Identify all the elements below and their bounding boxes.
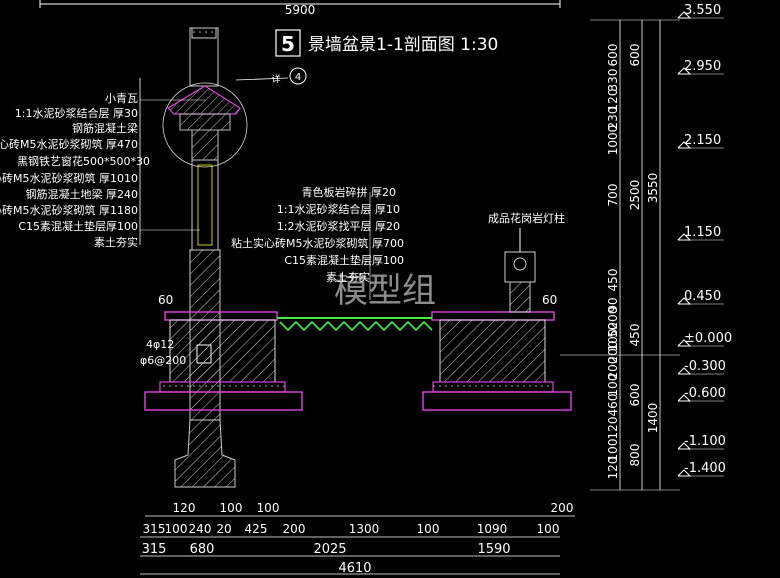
elevation-value: -1.400 — [684, 461, 726, 476]
mid-note-0: 青色板岩碎拼 厚20 — [302, 185, 397, 199]
dim-col1-item: 700 — [606, 184, 620, 207]
right-foundation — [422, 311, 572, 411]
dim-col1-item: 200 — [606, 341, 620, 364]
dim-col1-item: 100 — [606, 329, 620, 352]
note-soil: 素土夯实 — [94, 235, 138, 249]
bottom-dim-row3: 2025 — [313, 542, 346, 557]
rebar-label-1: 4φ12 — [146, 338, 174, 351]
bottom-dim-row1: 120 — [173, 501, 196, 515]
top-dimension: 5900 — [39, 0, 561, 17]
top-dim-text: 5900 — [285, 3, 316, 17]
dim-col1-item: 120 — [606, 417, 620, 440]
bottom-dim-row2: 200 — [283, 522, 306, 536]
bottom-dim-row2: 100 — [417, 522, 440, 536]
dim-col1-item: 90 — [606, 297, 620, 312]
note-ground-beam: 钢筋混凝土地梁 厚240 — [26, 187, 139, 201]
rebar-label-2: φ6@200 — [140, 354, 186, 367]
elevation-value: ±0.000 — [684, 331, 732, 346]
dim-col1-item: 330 — [606, 69, 620, 92]
dim-col1-item: 120 — [606, 457, 620, 480]
callout-prefix: 详 — [271, 73, 280, 85]
right-dimensions: 6003301202301000700450902005010020020010… — [560, 19, 680, 491]
dim-col1-item: 50 — [606, 322, 620, 337]
bottom-dim-row2: 1300 — [349, 522, 380, 536]
bottom-dim-row3: 1590 — [477, 542, 510, 557]
title-number: 5 — [281, 32, 295, 56]
mid-note-5: 素土夯实 — [326, 270, 370, 284]
bottom-dim-row3: 315 — [142, 542, 167, 557]
mid-note-2: 1:2水泥砂浆找平层 厚20 — [277, 219, 400, 233]
bottom-dim-row2: 20 — [216, 522, 231, 536]
bottom-dim-row2: 100 — [165, 522, 188, 536]
bottom-dim-row2: 240 — [189, 522, 212, 536]
elevation-value: 2.150 — [684, 133, 721, 148]
bottom-dim-row2: 315 — [143, 522, 166, 536]
note-small-tile: 小青瓦 — [105, 92, 138, 105]
dim-col1-item: 100 — [606, 439, 620, 462]
drawing-title: 5 景墙盆景1-1剖面图 1:30 — [275, 29, 498, 57]
note-brick-1010: 粘土实心砖M5水泥砂浆砌筑 厚1010 — [0, 171, 138, 185]
elevation-value: 3.550 — [684, 3, 721, 18]
elevation-value: 1.150 — [684, 225, 721, 240]
watermark: 模型组 — [334, 271, 436, 311]
elevation-value: -0.300 — [684, 359, 726, 374]
bottom-dim-row1: 100 — [257, 501, 280, 515]
note-mortar: 1:1水泥砂浆结合层 厚30 — [15, 106, 138, 120]
left-notes: 小青瓦 1:1水泥砂浆结合层 厚30 钢筋混凝土梁 粘土实心砖M5水泥砂浆砌筑 … — [0, 78, 205, 249]
dim-col1-item: 230 — [606, 107, 620, 130]
bottom-dim-row1: 100 — [220, 501, 243, 515]
dim-col3-item: 1400 — [646, 403, 660, 434]
elevation-value: -0.600 — [684, 386, 726, 401]
bottom-dim-row2: 1090 — [477, 522, 508, 536]
dim-col1-item: 600 — [606, 44, 620, 67]
callout-number: 4 — [295, 72, 301, 83]
middle-notes: 青色板岩碎拼 厚20 1:1水泥砂浆结合层 厚10 1:2水泥砂浆找平层 厚20… — [231, 185, 404, 300]
title-text: 景墙盆景1-1剖面图 1:30 — [308, 35, 498, 55]
dim-col2-item: 450 — [628, 324, 642, 347]
dim-col1-item: 100 — [606, 374, 620, 397]
dim-col2-item: 600 — [628, 384, 642, 407]
dim-col2-item: 2500 — [628, 180, 642, 211]
wall-column — [162, 27, 248, 488]
bottom-dim-row1: 200 — [551, 501, 574, 515]
dim-col1-item: 1000 — [606, 125, 620, 156]
elevation-value: -1.100 — [684, 434, 726, 449]
mark-60-left: 60 — [158, 293, 173, 307]
bottom-dim-row2: 425 — [245, 522, 268, 536]
mid-note-3: 粘土实心砖M5水泥砂浆砌筑 厚700 — [231, 236, 404, 250]
dim-col1-item: 200 — [606, 307, 620, 330]
dim-col1-item: 460 — [606, 394, 620, 417]
mid-note-4: C15素混凝土垫层厚100 — [284, 253, 404, 267]
dim-col1-item: 200 — [606, 357, 620, 380]
note-brick-1180: 粘土实心砖M5水泥砂浆砌筑 厚1180 — [0, 203, 138, 217]
dim-col1-item: 450 — [606, 269, 620, 292]
note-iron-window: 黑钢铁艺窗花500*500*30 — [17, 154, 150, 168]
dim-col3-item: 3550 — [646, 173, 660, 204]
elevation-value: 0.450 — [684, 289, 721, 304]
planting-band — [277, 317, 433, 332]
mark-60-right: 60 — [542, 293, 557, 307]
note-c15: C15素混凝土垫层厚100 — [18, 219, 138, 233]
dim-col2-item: 600 — [628, 44, 642, 67]
elevation-markers: 3.550 2.950 2.150 1.150 0.450 ±0.000 -0.300 -0.… — [677, 3, 732, 477]
dim-col2-item: 800 — [628, 444, 642, 467]
elevation-value: 2.950 — [684, 59, 721, 74]
bottom-dim-row3: 680 — [190, 542, 215, 557]
bottom-dim-row2: 100 — [537, 522, 560, 536]
mid-note-1: 1:1水泥砂浆结合层 厚10 — [277, 202, 400, 216]
note-beam: 钢筋混凝土梁 — [72, 121, 138, 135]
lamp-label: 成品花岗岩灯柱 — [488, 211, 565, 225]
detail-callout: 4 详 — [235, 67, 307, 85]
lamp-post: 成品花岗岩灯柱 — [488, 211, 565, 313]
dim-col1-item: 120 — [606, 89, 620, 112]
note-brick-470: 粘土实心砖M5水泥砂浆砌筑 厚470 — [0, 137, 138, 151]
left-foundation — [144, 311, 303, 411]
bottom-total: 4610 — [338, 561, 371, 576]
